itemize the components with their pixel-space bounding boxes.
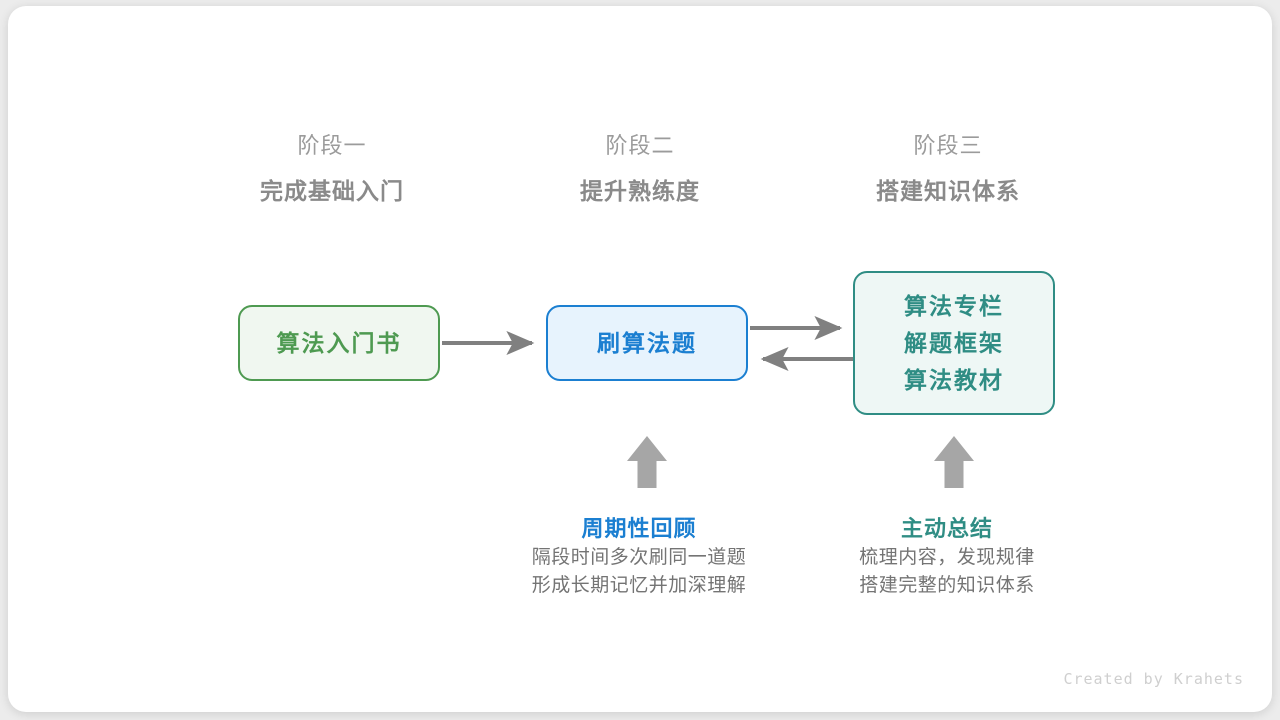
annotation-desc-line: 梳理内容，发现规律 (859, 547, 1035, 568)
up-arrow-icon-review (627, 436, 667, 488)
annotation-active-summary: 主动总结 梳理内容，发现规律 搭建完整的知识体系 (797, 514, 1097, 600)
node-line-text: 算法专栏 (904, 292, 1004, 319)
node-line-text: 算法教材 (904, 366, 1004, 393)
up-arrow-icon-summary (934, 436, 974, 488)
node-line-text: 解题框架 (904, 329, 1004, 356)
stage-title-label-2: 提升熟练度 (580, 178, 700, 204)
stage-index-label-1: 阶段一 (297, 133, 367, 158)
stage-index-label-3: 阶段三 (913, 133, 983, 158)
annotation-desc-line: 搭建完整的知识体系 (859, 575, 1035, 596)
stage-title-label-3: 搭建知识体系 (876, 178, 1020, 204)
node-knowledge-resources[interactable]: 算法专栏 解题框架 算法教材 (853, 271, 1055, 415)
diagram-canvas: 阶段一 完成基础入门 阶段二 提升熟练度 阶段三 搭建知识体系 (8, 6, 1272, 712)
watermark-credit: Created by Krahets (1063, 670, 1244, 688)
stage-header-1: 阶段一 完成基础入门 (202, 131, 462, 207)
annotation-periodic-review: 周期性回顾 隔段时间多次刷同一道题 形成长期记忆并加深理解 (489, 514, 789, 600)
stage-index-label-2: 阶段二 (605, 133, 675, 158)
annotation-title: 周期性回顾 (581, 516, 697, 541)
node-line-text: 刷算法题 (597, 329, 697, 356)
stage-header-2: 阶段二 提升熟练度 (510, 131, 770, 207)
annotation-desc-line: 形成长期记忆并加深理解 (531, 575, 747, 596)
stage-title-label-1: 完成基础入门 (260, 178, 404, 204)
node-practice-problems[interactable]: 刷算法题 (546, 305, 748, 381)
node-line-text: 算法入门书 (276, 329, 402, 356)
annotation-title: 主动总结 (900, 516, 993, 541)
node-algorithm-intro-book[interactable]: 算法入门书 (238, 305, 440, 381)
stage-header-3: 阶段三 搭建知识体系 (818, 131, 1078, 207)
annotation-desc-line: 隔段时间多次刷同一道题 (531, 547, 747, 568)
